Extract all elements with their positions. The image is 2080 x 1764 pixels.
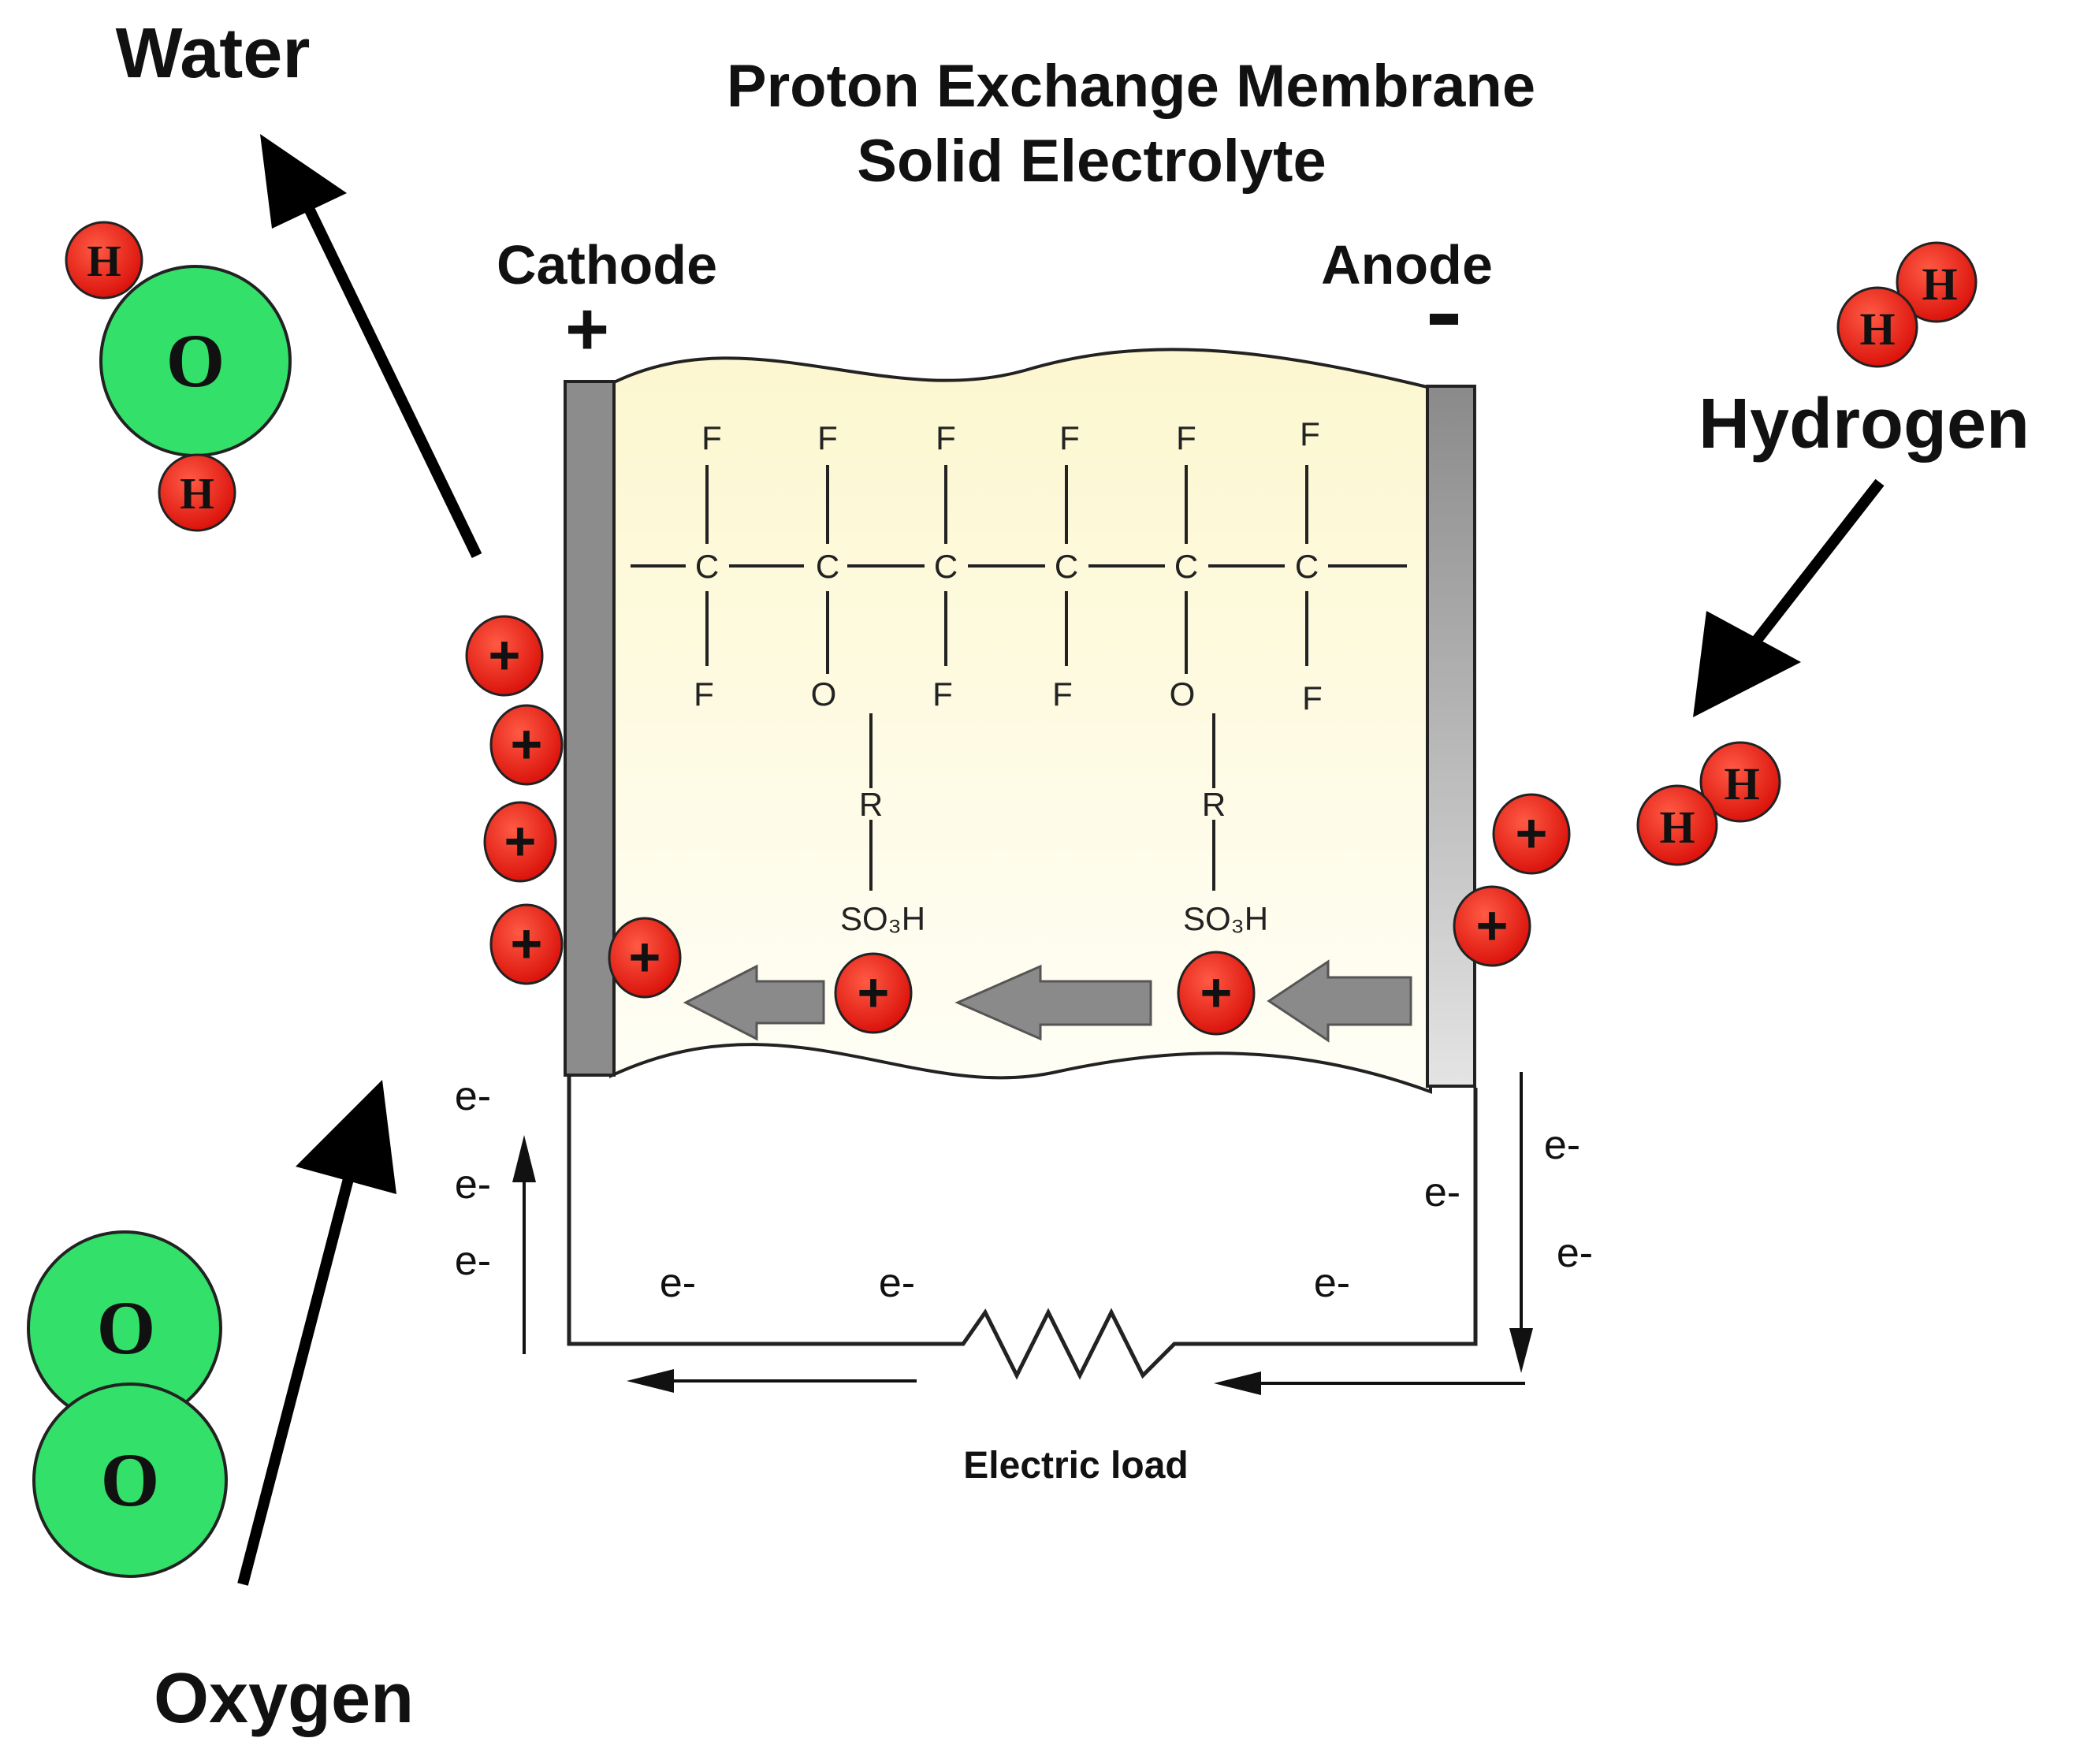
anode-sign <box>1430 314 1458 325</box>
fluorine-label: F <box>1059 419 1080 456</box>
polymer-carbon-atoms: C C C C C C <box>695 548 1319 585</box>
hydrogen-atom-label: H <box>1859 303 1895 355</box>
proton: + <box>608 917 682 999</box>
arrow-left-icon <box>1267 959 1412 1043</box>
oxygen-atom-label: O <box>97 1286 156 1370</box>
fluorine-label: F <box>1300 415 1320 452</box>
polymer-sulfonic-groups: SO₃H SO₃H <box>840 900 1268 937</box>
carbon-label: C <box>816 548 839 585</box>
carbon-label: C <box>1295 548 1319 585</box>
fluorine-label: F <box>1052 675 1073 713</box>
oxygen-atom <box>32 1383 228 1578</box>
hydrogen-molecule-in: H H <box>1836 241 1978 368</box>
carbon-label: C <box>1055 548 1078 585</box>
electron-label: e- <box>455 1238 491 1284</box>
sulfonic-label: SO₃H <box>1183 900 1268 937</box>
electron-label: e- <box>1424 1170 1460 1215</box>
fluorine-label: F <box>932 675 953 713</box>
hydrogen-atom-label: H <box>1922 259 1957 310</box>
oxygen-atom-label: O <box>101 1438 160 1522</box>
hydrogen-atom-label: H <box>1659 802 1695 853</box>
electron-label: e- <box>455 1074 491 1119</box>
title-line-1: Proton Exchange Membrane <box>727 53 1535 120</box>
plus-sign: + <box>504 810 537 872</box>
electron-label: e- <box>1544 1122 1580 1168</box>
arrow-icon <box>1693 478 1885 717</box>
plus-sign: + <box>1516 802 1548 864</box>
proton: + <box>1453 885 1531 967</box>
hydrogen-atom <box>65 221 143 300</box>
polymer-backbone <box>631 465 1407 891</box>
hydrogen-atom-label: H <box>1724 758 1759 809</box>
anode-electrode <box>1426 385 1476 1088</box>
polymer-fluorine-atoms: F F F F F F F F F F <box>694 415 1323 716</box>
electron-label: e- <box>1557 1230 1593 1276</box>
plus-sign: + <box>511 713 543 775</box>
arrow-left-icon <box>683 964 825 1041</box>
arrow-icon <box>237 1080 396 1586</box>
polymer-side-chain-oxygens: O O <box>811 675 1196 713</box>
anode-label: Anode <box>1321 234 1493 296</box>
hydrogen-atom-label: H <box>180 470 214 519</box>
plus-sign: + <box>629 926 661 988</box>
hydrogen-molecule-out: H H <box>1636 741 1781 866</box>
cathode-label: Cathode <box>497 234 717 296</box>
plus-sign: + <box>489 624 521 686</box>
plus-sign: + <box>1476 895 1509 956</box>
membrane <box>609 348 1432 1094</box>
oxygen-atom-label: O <box>166 318 225 403</box>
water-molecule: O H H <box>65 221 292 532</box>
arrow-left-icon <box>954 964 1152 1041</box>
electron-label: e- <box>1314 1260 1350 1306</box>
oxygen-label: O <box>1170 675 1196 713</box>
hydrogen-atom <box>158 453 236 532</box>
proton-flow-arrows <box>683 959 1412 1043</box>
oxygen-label: Oxygen <box>154 1659 414 1738</box>
proton: + <box>1492 793 1571 875</box>
current-arrows <box>512 1072 1533 1395</box>
plus-sign: + <box>1200 962 1233 1023</box>
proton: + <box>834 952 913 1034</box>
water-label: Water <box>116 14 311 93</box>
external-circuit <box>567 1077 1478 1380</box>
proton: + <box>465 615 544 697</box>
plus-sign: + <box>511 913 543 974</box>
proton: + <box>483 801 557 883</box>
fluorine-label: F <box>701 419 722 456</box>
oxygen-molecule: O O <box>27 1230 228 1578</box>
carbon-label: C <box>1174 548 1198 585</box>
carbon-label: C <box>695 548 719 585</box>
fluorine-label: F <box>694 675 714 713</box>
title-line-2: Solid Electrolyte <box>857 128 1327 195</box>
plus-sign: + <box>858 962 890 1023</box>
electron-label: e- <box>455 1162 491 1208</box>
proton: + <box>1177 951 1256 1036</box>
oxygen-label: O <box>811 675 837 713</box>
r-group-label: R <box>1202 786 1226 823</box>
electrons: e- e- e- e- e- e- e- e- e- <box>455 1074 1593 1306</box>
hydrogen-atom-label: H <box>87 237 121 286</box>
carbon-label: C <box>934 548 958 585</box>
proton: + <box>489 704 564 786</box>
polymer-r-groups: R R <box>859 786 1226 823</box>
r-group-label: R <box>859 786 883 823</box>
cathode-sign: + <box>565 287 609 371</box>
protons: + + + + + + + + + <box>465 615 1571 1036</box>
load-label: Electric load <box>963 1445 1188 1487</box>
cathode-electrode <box>564 380 616 1077</box>
sulfonic-label: SO₃H <box>840 900 925 937</box>
fluorine-label: F <box>936 419 956 456</box>
fluorine-label: F <box>1176 419 1196 456</box>
fluorine-label: F <box>1302 679 1323 716</box>
fluorine-label: F <box>817 419 838 456</box>
arrow-icon <box>260 134 482 559</box>
electron-label: e- <box>660 1260 696 1306</box>
proton: + <box>489 903 564 985</box>
hydrogen-label: Hydrogen <box>1699 385 2030 463</box>
electron-label: e- <box>879 1260 915 1306</box>
